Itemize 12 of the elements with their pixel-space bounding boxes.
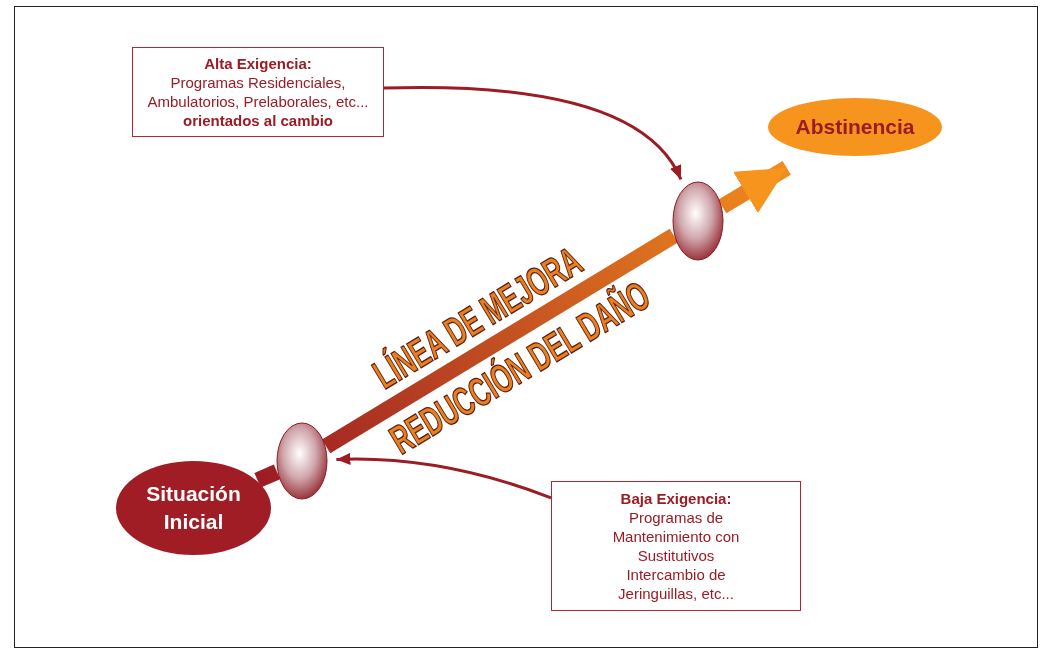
ellipse-label: Situación Inicial <box>145 481 242 535</box>
box-text: Intercambio de Jeringuillas, etc... <box>617 565 735 603</box>
arrow <box>383 85 683 181</box>
note-box <box>551 481 801 611</box>
box-text: Programas de Mantenimiento con Sustitutivos <box>611 508 741 565</box>
box-heading: Alta Exigencia: <box>203 54 313 73</box>
arrow <box>336 453 552 500</box>
ellipse-label: Abstinencia <box>795 114 915 140</box>
arrow <box>718 161 791 214</box>
box-heading: Baja Exigencia: <box>619 489 733 508</box>
note-box <box>132 47 384 137</box>
box-text: Programas Residenciales, Ambulatorios, Prelaborales, etc... orientados al cambio <box>146 73 370 130</box>
